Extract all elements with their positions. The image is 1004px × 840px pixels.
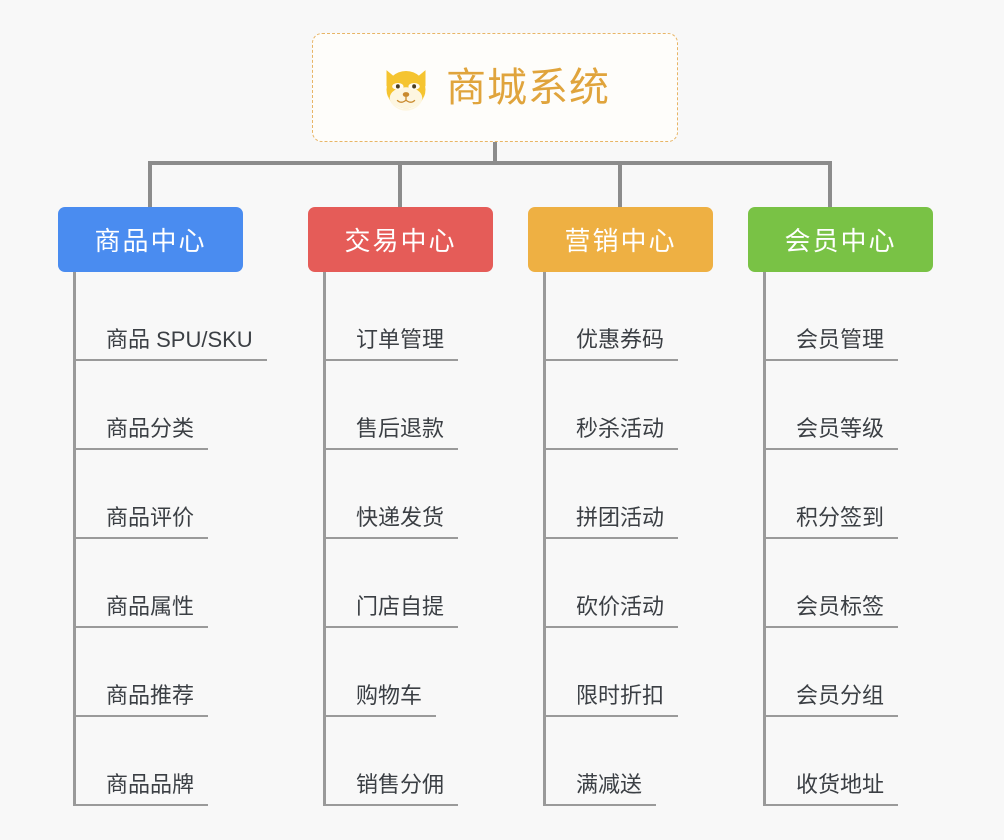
leaf-list-2: 订单管理 售后退款 快递发货 门店自提 购物车 销售分佣 xyxy=(323,272,493,806)
leaf-label: 商品评价 xyxy=(73,505,209,539)
category-header-4[interactable]: 会员中心 xyxy=(748,207,933,272)
category-header-3[interactable]: 营销中心 xyxy=(528,207,713,272)
category-column-3: 营销中心 优惠券码 秒杀活动 拼团活动 砍价活动 限时折扣 满减送 xyxy=(528,207,713,806)
leaf-item[interactable]: 收货地址 xyxy=(763,717,933,806)
root-node[interactable]: 商城系统 xyxy=(312,33,678,142)
leaf-label: 商品属性 xyxy=(73,594,209,628)
leaf-item[interactable]: 优惠券码 xyxy=(543,272,713,361)
root-title: 商城系统 xyxy=(446,65,610,110)
leaf-item[interactable]: 会员分组 xyxy=(763,628,933,717)
leaf-item[interactable]: 订单管理 xyxy=(323,272,493,361)
leaf-label: 门店自提 xyxy=(323,594,459,628)
leaf-label: 会员等级 xyxy=(763,416,899,450)
leaf-label: 商品品牌 xyxy=(73,772,209,806)
connector-drop-2 xyxy=(398,161,402,207)
leaf-label: 积分签到 xyxy=(763,505,899,539)
leaf-item[interactable]: 商品 SPU/SKU xyxy=(73,272,267,361)
leaf-item[interactable]: 销售分佣 xyxy=(323,717,493,806)
leaf-list-4: 会员管理 会员等级 积分签到 会员标签 会员分组 收货地址 xyxy=(763,272,933,806)
leaf-item[interactable]: 会员等级 xyxy=(763,361,933,450)
connector-drop-3 xyxy=(618,161,622,207)
leaf-item[interactable]: 满减送 xyxy=(543,717,713,806)
leaf-item[interactable]: 会员标签 xyxy=(763,539,933,628)
leaf-label: 限时折扣 xyxy=(543,683,679,717)
leaf-label: 售后退款 xyxy=(323,416,459,450)
leaf-label: 商品分类 xyxy=(73,416,209,450)
leaf-label: 销售分佣 xyxy=(323,772,459,806)
leaf-label: 拼团活动 xyxy=(543,505,679,539)
category-header-2[interactable]: 交易中心 xyxy=(308,207,493,272)
leaf-label: 会员标签 xyxy=(763,594,899,628)
connector-drop-4 xyxy=(828,161,832,207)
leaf-item[interactable]: 商品属性 xyxy=(73,539,243,628)
leaf-item[interactable]: 购物车 xyxy=(323,628,493,717)
leaf-item[interactable]: 积分签到 xyxy=(763,450,933,539)
category-column-2: 交易中心 订单管理 售后退款 快递发货 门店自提 购物车 销售分佣 xyxy=(308,207,493,806)
leaf-item[interactable]: 售后退款 xyxy=(323,361,493,450)
leaf-list-3: 优惠券码 秒杀活动 拼团活动 砍价活动 限时折扣 满减送 xyxy=(543,272,713,806)
category-header-1[interactable]: 商品中心 xyxy=(58,207,243,272)
connector-bar xyxy=(148,161,832,165)
leaf-label: 商品 SPU/SKU xyxy=(73,327,267,361)
leaf-list-1: 商品 SPU/SKU 商品分类 商品评价 商品属性 商品推荐 商品品牌 xyxy=(73,272,267,806)
leaf-label: 快递发货 xyxy=(323,505,459,539)
leaf-label: 购物车 xyxy=(323,683,437,717)
leaf-label: 秒杀活动 xyxy=(543,416,679,450)
shiba-dog-face-icon xyxy=(386,69,426,111)
leaf-item[interactable]: 商品推荐 xyxy=(73,628,243,717)
leaf-item[interactable]: 商品评价 xyxy=(73,450,243,539)
leaf-item[interactable]: 秒杀活动 xyxy=(543,361,713,450)
leaf-item[interactable]: 商品分类 xyxy=(73,361,243,450)
leaf-label: 收货地址 xyxy=(763,772,899,806)
leaf-item[interactable]: 拼团活动 xyxy=(543,450,713,539)
leaf-item[interactable]: 快递发货 xyxy=(323,450,493,539)
connector-stem xyxy=(493,142,497,165)
leaf-item[interactable]: 商品品牌 xyxy=(73,717,243,806)
leaf-item[interactable]: 门店自提 xyxy=(323,539,493,628)
leaf-label: 商品推荐 xyxy=(73,683,209,717)
leaf-item[interactable]: 限时折扣 xyxy=(543,628,713,717)
category-column-4: 会员中心 会员管理 会员等级 积分签到 会员标签 会员分组 收货地址 xyxy=(748,207,933,806)
leaf-label: 砍价活动 xyxy=(543,594,679,628)
leaf-label: 会员分组 xyxy=(763,683,899,717)
category-column-1: 商品中心 商品 SPU/SKU 商品分类 商品评价 商品属性 商品推荐 商品品牌 xyxy=(58,207,267,806)
leaf-item[interactable]: 砍价活动 xyxy=(543,539,713,628)
leaf-label: 会员管理 xyxy=(763,327,899,361)
leaf-label: 满减送 xyxy=(543,772,657,806)
connector-drop-1 xyxy=(148,161,152,207)
leaf-item[interactable]: 会员管理 xyxy=(763,272,933,361)
leaf-label: 订单管理 xyxy=(323,327,459,361)
leaf-label: 优惠券码 xyxy=(543,327,679,361)
